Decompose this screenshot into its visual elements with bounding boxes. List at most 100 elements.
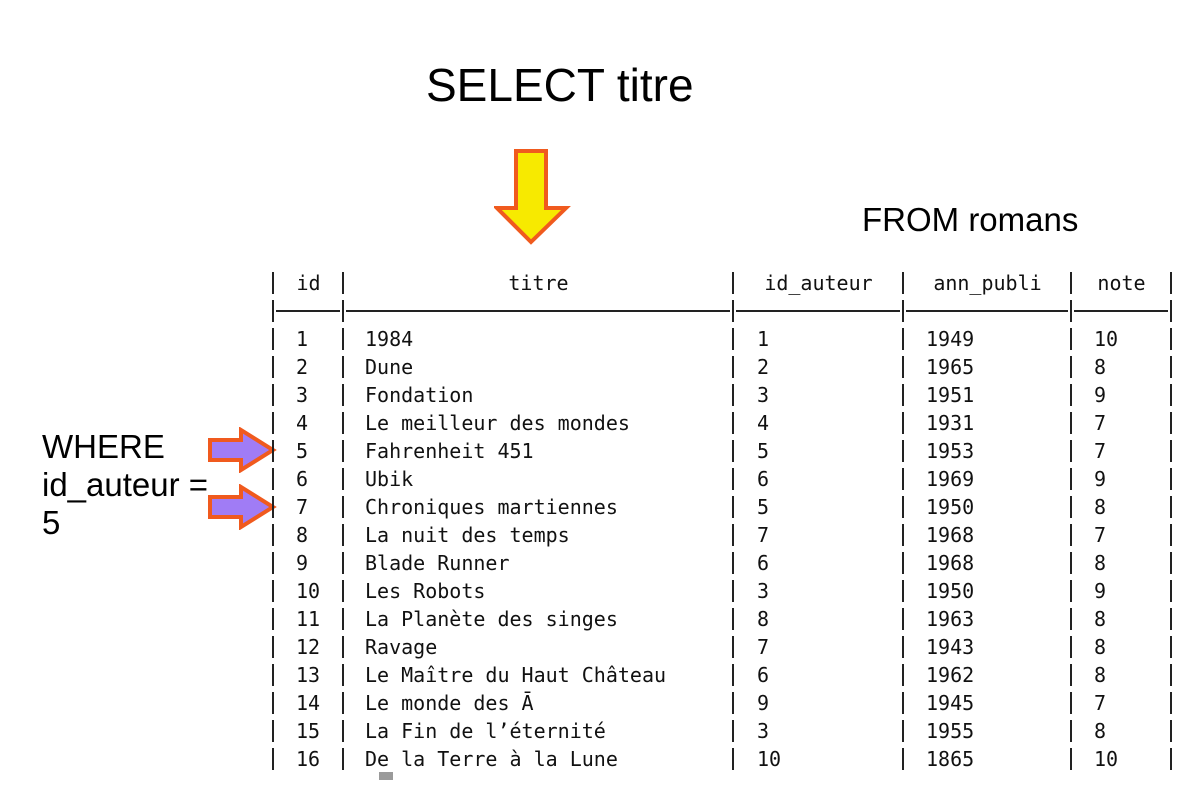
where-arrow-icon-row-7	[208, 484, 277, 530]
cell-id: 11	[296, 607, 321, 631]
table-row: 8 La nuit des temps 7 1968 7	[0, 521, 1200, 549]
cell-ann-publi: 1965	[926, 355, 975, 379]
table-separator-row	[0, 297, 1200, 325]
cell-id-auteur: 5	[757, 495, 770, 519]
cell-ann-publi: 1955	[926, 719, 975, 743]
select-down-arrow-icon	[494, 149, 571, 245]
cell-ann-publi: 1945	[926, 691, 975, 715]
table-row: 16 De la Terre à la Lune 10 1865 10	[0, 745, 1200, 773]
cell-titre: Fahrenheit 451	[365, 439, 534, 463]
cell-note: 8	[1094, 719, 1107, 743]
cell-ann-publi: 1963	[926, 607, 975, 631]
cell-id-auteur: 9	[757, 691, 770, 715]
cell-id-auteur: 6	[757, 551, 770, 575]
cell-titre: 1984	[365, 327, 414, 351]
cell-id: 8	[296, 523, 309, 547]
cell-id: 1	[296, 327, 309, 351]
cell-ann-publi: 1931	[926, 411, 975, 435]
column-header-titre: titre	[508, 271, 569, 295]
cell-id: 13	[296, 663, 321, 687]
cell-id-auteur: 5	[757, 439, 770, 463]
cell-id: 14	[296, 691, 321, 715]
cell-note: 7	[1094, 411, 1107, 435]
cell-note: 7	[1094, 691, 1107, 715]
cell-id: 12	[296, 635, 321, 659]
cell-titre: Les Robots	[365, 579, 486, 603]
cell-id-auteur: 7	[757, 523, 770, 547]
cell-id-auteur: 6	[757, 663, 770, 687]
cell-note: 9	[1094, 383, 1107, 407]
cell-note: 10	[1094, 747, 1119, 771]
cell-id: 15	[296, 719, 321, 743]
cell-id-auteur: 10	[757, 747, 782, 771]
cell-ann-publi: 1949	[926, 327, 975, 351]
table-row: 4 Le meilleur des mondes 4 1931 7	[0, 409, 1200, 437]
table-row: 6 Ubik 6 1969 9	[0, 465, 1200, 493]
where-arrow-icon-row-5	[208, 427, 277, 473]
table-row: 5 Fahrenheit 451 5 1953 7	[0, 437, 1200, 465]
cell-id-auteur: 2	[757, 355, 770, 379]
table-row-partial	[0, 773, 1200, 779]
cell-note: 8	[1094, 355, 1107, 379]
select-clause-label: SELECT titre	[426, 59, 694, 111]
cell-id-auteur: 6	[757, 467, 770, 491]
cell-note: 10	[1094, 327, 1119, 351]
cell-id-auteur: 3	[757, 579, 770, 603]
cell-ann-publi: 1951	[926, 383, 975, 407]
cell-titre: La nuit des temps	[365, 523, 570, 547]
table-row: 11 La Planète des singes 8 1963 8	[0, 605, 1200, 633]
terminal-cursor	[379, 772, 393, 780]
cell-ann-publi: 1865	[926, 747, 975, 771]
cell-id: 16	[296, 747, 321, 771]
cell-titre: Le Maître du Haut Château	[365, 663, 667, 687]
table-row: 13 Le Maître du Haut Château 6 1962 8	[0, 661, 1200, 689]
cell-id: 2	[296, 355, 309, 379]
cell-id-auteur: 1	[757, 327, 770, 351]
cell-ann-publi: 1962	[926, 663, 975, 687]
cell-id: 6	[296, 467, 309, 491]
where-clause-label: WHERE id_auteur = 5	[42, 428, 209, 541]
column-header-note: note	[1097, 271, 1146, 295]
cell-id-auteur: 4	[757, 411, 770, 435]
cell-titre: De la Terre à la Lune	[365, 747, 618, 771]
cell-id-auteur: 3	[757, 719, 770, 743]
cell-ann-publi: 1969	[926, 467, 975, 491]
cell-titre: Blade Runner	[365, 551, 510, 575]
cell-id: 5	[296, 439, 309, 463]
table-row: 2 Dune 2 1965 8	[0, 353, 1200, 381]
from-clause-label: FROM romans	[862, 201, 1079, 238]
table-row: 3 Fondation 3 1951 9	[0, 381, 1200, 409]
cell-note: 8	[1094, 607, 1107, 631]
column-header-id: id	[296, 271, 321, 295]
table-row: 7 Chroniques martiennes 5 1950 8	[0, 493, 1200, 521]
cell-titre: Le meilleur des mondes	[365, 411, 630, 435]
cell-ann-publi: 1950	[926, 579, 975, 603]
table-row: 9 Blade Runner 6 1968 8	[0, 549, 1200, 577]
cell-note: 7	[1094, 523, 1107, 547]
table-row: 10 Les Robots 3 1950 9	[0, 577, 1200, 605]
cell-titre: Chroniques martiennes	[365, 495, 618, 519]
cell-ann-publi: 1950	[926, 495, 975, 519]
cell-id-auteur: 7	[757, 635, 770, 659]
cell-titre: La Planète des singes	[365, 607, 618, 631]
table-header-row: id titre id_auteur ann_publi note	[0, 269, 1200, 297]
cell-id: 10	[296, 579, 321, 603]
table-row: 12 Ravage 7 1943 8	[0, 633, 1200, 661]
table-row: 1 1984 1 1949 10	[0, 325, 1200, 353]
cell-note: 8	[1094, 551, 1107, 575]
cell-id: 3	[296, 383, 309, 407]
cell-id: 7	[296, 495, 309, 519]
cell-titre: La Fin de l’éternité	[365, 719, 606, 743]
cell-ann-publi: 1968	[926, 523, 975, 547]
cell-id-auteur: 3	[757, 383, 770, 407]
cell-note: 8	[1094, 663, 1107, 687]
table-row: 14 Le monde des Ā 9 1945 7	[0, 689, 1200, 717]
cell-titre: Ubik	[365, 467, 414, 491]
column-header-id-auteur: id_auteur	[764, 271, 873, 295]
cell-titre: Le monde des Ā	[365, 691, 534, 715]
cell-id-auteur: 8	[757, 607, 770, 631]
cell-titre: Fondation	[365, 383, 474, 407]
cell-ann-publi: 1953	[926, 439, 975, 463]
cell-note: 8	[1094, 495, 1107, 519]
cell-note: 9	[1094, 467, 1107, 491]
